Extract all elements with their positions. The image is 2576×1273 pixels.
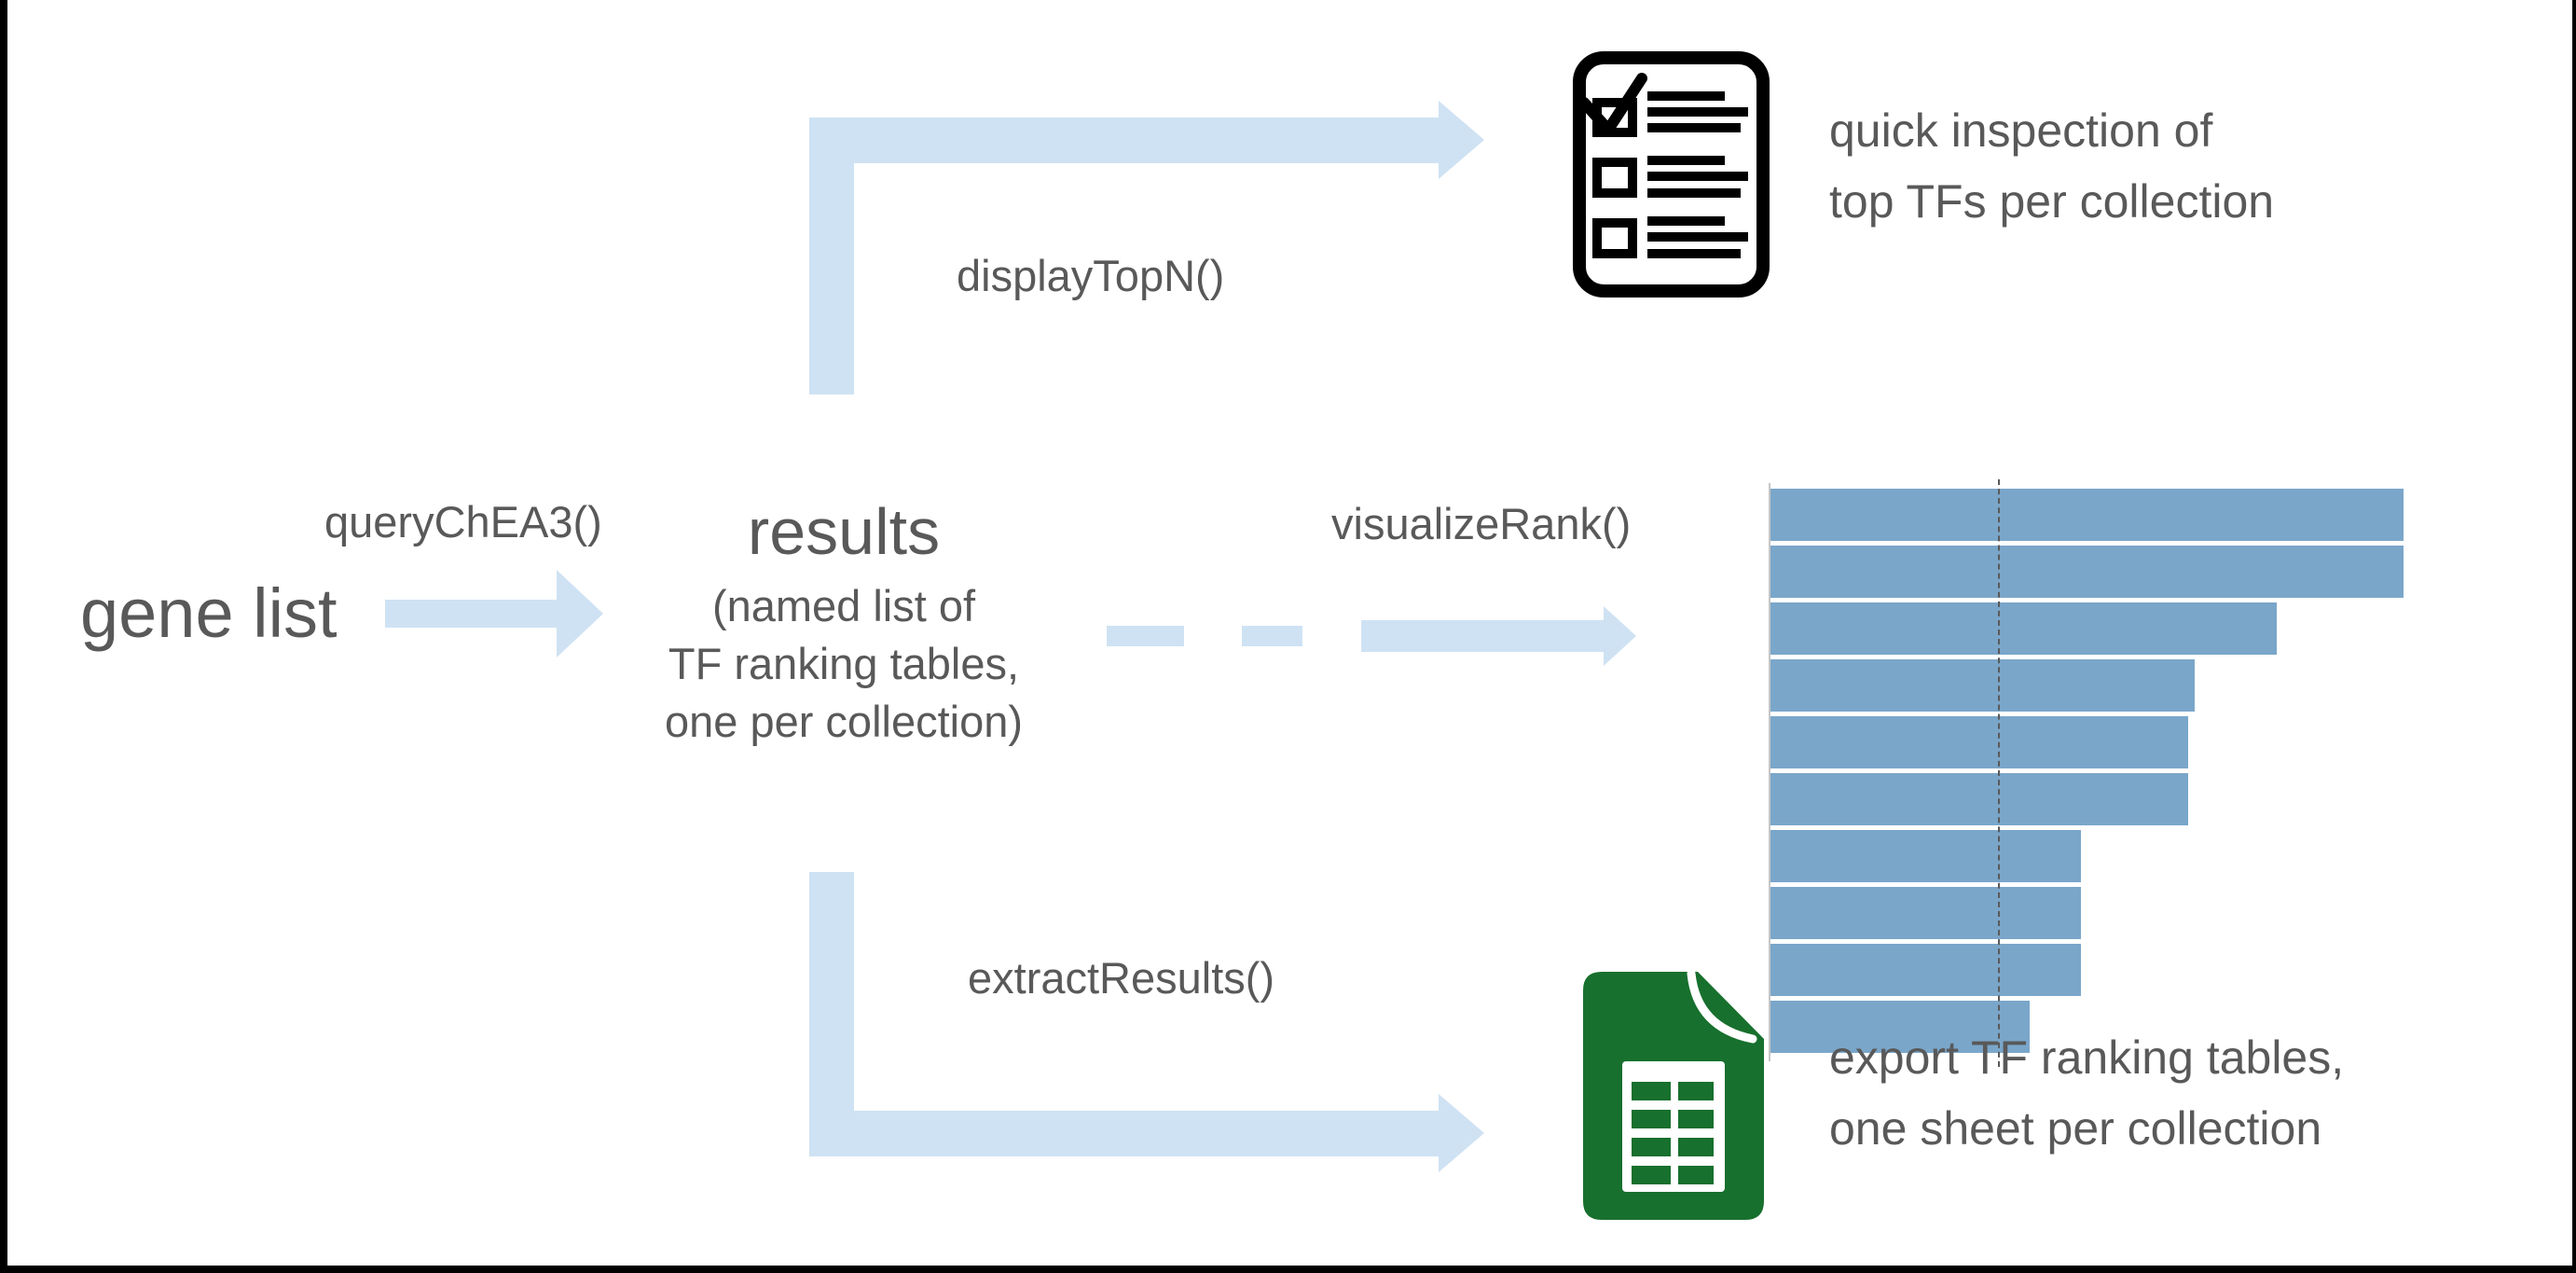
chart-reference-line <box>1998 479 2001 1067</box>
export-line1: export TF ranking tables, <box>1829 1031 2345 1084</box>
quick-inspection-line1: quick inspection of <box>1829 104 2213 157</box>
quick-inspection-line2: top TFs per collection <box>1829 175 2275 228</box>
left-border <box>0 0 7 1273</box>
chart-bar <box>1770 659 2195 712</box>
arrow-vertical-segment <box>809 118 854 394</box>
rank-bar-chart <box>1770 479 2404 1067</box>
query-chea3-label: queryChEA3() <box>324 497 602 547</box>
green-spreadsheet-icon <box>1583 972 1764 1220</box>
export-text: export TF ranking tables, one sheet per … <box>1829 1022 2344 1164</box>
quick-inspection-text: quick inspection of top TFs per collecti… <box>1829 95 2274 237</box>
arrow-head <box>1439 1094 1484 1172</box>
visualize-rank-label: visualizeRank() <box>1331 499 1632 548</box>
chart-bar <box>1770 773 2189 825</box>
chart-bar <box>1770 546 2404 598</box>
arrow-vertical-segment <box>809 872 854 1156</box>
arrow-shaft <box>385 600 557 628</box>
results-subtitle-line2: TF ranking tables, <box>668 639 1020 688</box>
arrow-horizontal-segment <box>809 1111 1439 1156</box>
extract-results-label: extractResults() <box>968 953 1275 1003</box>
arrow-head <box>557 570 603 657</box>
chart-bar <box>1770 602 2278 655</box>
gene-list-label: gene list <box>80 574 337 652</box>
checklist-document-icon <box>1573 51 1770 297</box>
export-line2: one sheet per collection <box>1829 1102 2322 1155</box>
arrow-dash-segment <box>1242 626 1302 646</box>
results-subtitle-line1: (named list of <box>711 581 976 630</box>
results-node: results (named list of TF ranking tables… <box>643 497 1044 751</box>
chart-bar <box>1770 944 2081 996</box>
chart-bar <box>1770 1001 2031 1053</box>
display-topn-label: displayTopN() <box>957 251 1225 300</box>
chart-bar <box>1770 716 2189 768</box>
arrow-dash-segment <box>1107 626 1184 646</box>
results-subtitle-line3: one per collection) <box>664 697 1024 746</box>
right-border <box>2572 0 2576 1273</box>
chart-bar <box>1770 830 2081 882</box>
arrow-shaft <box>1361 620 1604 652</box>
chart-bar <box>1770 489 2404 541</box>
chart-bar <box>1770 887 2081 939</box>
arrow-horizontal-segment <box>809 118 1439 163</box>
arrow-head <box>1439 101 1484 179</box>
arrow-head <box>1604 606 1636 666</box>
results-title: results <box>747 495 941 568</box>
bottom-border <box>0 1266 2576 1273</box>
results-subtitle: (named list of TF ranking tables, one pe… <box>643 577 1044 751</box>
chart-axis-line <box>1769 483 1770 1061</box>
